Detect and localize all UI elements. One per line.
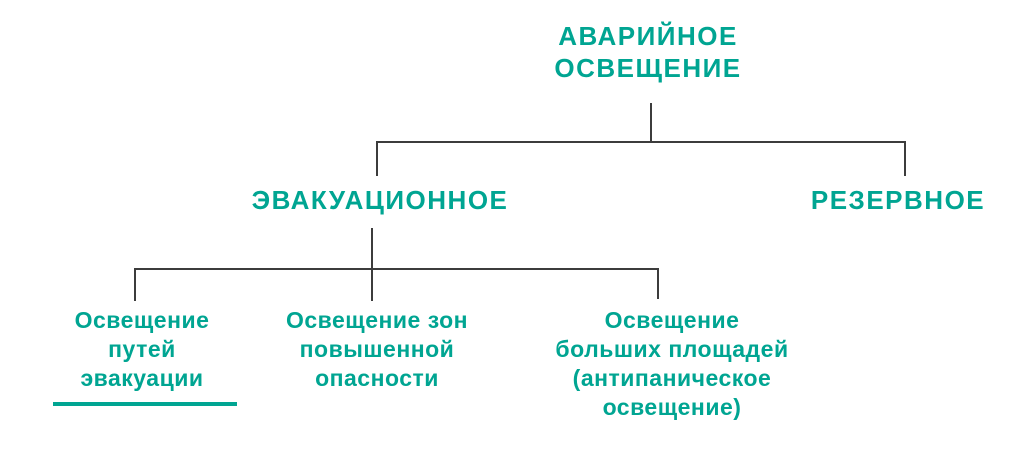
node-evacuation-lighting-label: ЭВАКУАЦИОННОЕ [251,185,509,215]
escape-routes-underline [53,402,237,406]
connector-top-drop-left [376,141,378,176]
node-emergency-lighting-line2: ОСВЕЩЕНИЕ [554,53,742,83]
node-emergency-lighting: АВАРИЙНОЕ ОСВЕЩЕНИЕ [493,20,803,84]
node-large-area-antipanic-lighting: Освещение больших площадей (антипаническ… [517,306,827,422]
node-escape-route-lighting-line3: эвакуации [80,365,204,391]
node-high-risk-zone-lighting-line3: опасности [315,365,439,391]
node-high-risk-zone-lighting-line2: повышенной [299,336,455,362]
connector-top-bar [376,141,906,143]
connector-evacuation-stem [371,228,373,301]
node-large-area-antipanic-lighting-line4: освещение) [602,394,742,420]
node-escape-route-lighting-line2: путей [108,336,176,362]
connector-lower-drop-right [657,268,659,299]
node-reserve-lighting: РЕЗЕРВНОЕ [778,184,1013,216]
node-large-area-antipanic-lighting-line3: (антипаническое [572,365,772,391]
node-evacuation-lighting: ЭВАКУАЦИОННОЕ [220,184,540,216]
node-high-risk-zone-lighting-line1: Освещение зон [285,307,469,333]
node-large-area-antipanic-lighting-line2: больших площадей [555,336,789,362]
node-escape-route-lighting: Освещение путей эвакуации [42,306,242,393]
connector-lower-drop-left [134,268,136,301]
connector-top-drop-right [904,141,906,176]
connector-root-stem [650,103,652,142]
connector-lower-bar [134,268,659,270]
node-reserve-lighting-label: РЕЗЕРВНОЕ [810,185,986,215]
node-emergency-lighting-line1: АВАРИЙНОЕ [558,21,738,51]
node-high-risk-zone-lighting: Освещение зон повышенной опасности [257,306,497,393]
node-large-area-antipanic-lighting-line1: Освещение [604,307,740,333]
node-escape-route-lighting-line1: Освещение [74,307,210,333]
